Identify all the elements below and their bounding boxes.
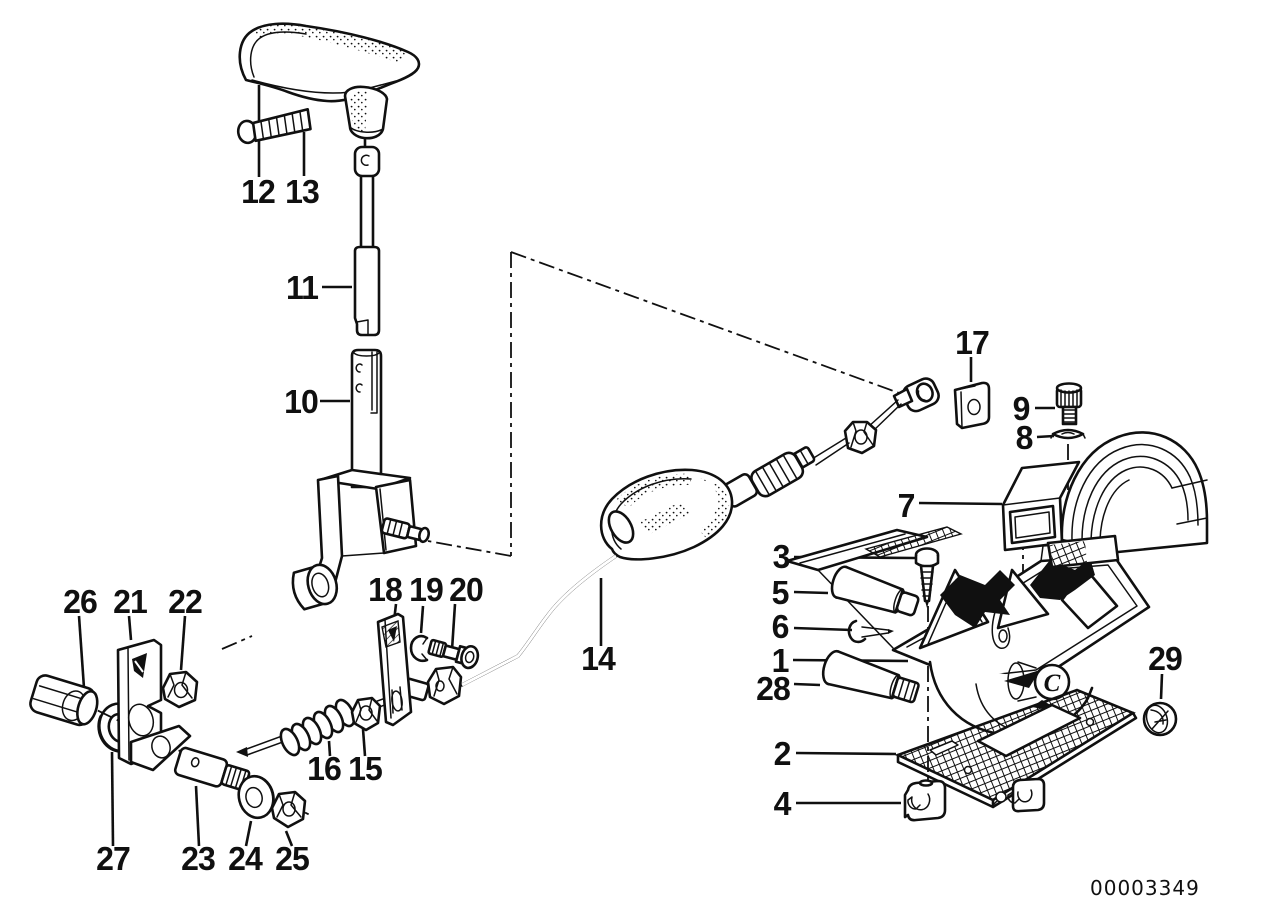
part-callout-13: 13 [285, 173, 320, 210]
part-callout-19: 19 [409, 571, 444, 608]
part-13-knob-screw [236, 107, 312, 145]
part-17-cable-clip [953, 381, 991, 430]
part-callout-23: 23 [181, 840, 216, 877]
part-16-spring [279, 698, 356, 757]
drawing-number: 00003349 [1090, 876, 1200, 900]
part-callout-1: 1 [771, 642, 790, 679]
part-callout-22: 22 [168, 583, 203, 620]
part-20-bolt [427, 638, 480, 670]
part-callout-7: 7 [897, 487, 916, 524]
part-19-c-clip [409, 634, 429, 663]
part-callout-6: 6 [771, 608, 790, 645]
cable-ball-end [811, 377, 940, 466]
part-callout-3: 3 [772, 538, 791, 575]
lever-base-bracket [291, 468, 430, 611]
part-7-cover [1001, 431, 1209, 569]
part-28-bolt [821, 649, 920, 704]
part-6-pin [847, 619, 894, 644]
part-callout-27: 27 [96, 840, 131, 877]
part-callout-26: 26 [63, 583, 98, 620]
part-callout-28: 28 [756, 670, 791, 707]
part-25-nut [270, 790, 307, 829]
part-callout-4: 4 [773, 785, 792, 822]
part-callout-11: 11 [286, 269, 319, 306]
part-5-bolt [830, 565, 920, 617]
part-callout-15: 15 [348, 750, 383, 787]
part-callout-14: 14 [581, 640, 616, 677]
part-26-hex-bushing [29, 674, 99, 727]
part-callout-12: 12 [241, 173, 276, 210]
lever-base-stud [380, 517, 430, 544]
part-29-cap [1142, 701, 1178, 737]
part-14-selector-rod [460, 468, 734, 687]
part-18-support-bracket [376, 612, 413, 727]
part-2-insulation-mat [894, 688, 1138, 809]
part-callout-18: 18 [368, 571, 403, 608]
part-callout-9: 9 [1012, 390, 1031, 427]
part-callout-8: 8 [1015, 419, 1034, 456]
part-callout-21: 21 [113, 583, 148, 620]
part-12-shift-knob [238, 22, 421, 149]
part-9-bolt [1055, 382, 1083, 426]
part-3-screw [914, 547, 940, 608]
part-15-nut [350, 696, 382, 732]
part-10-lower-shaft [350, 348, 383, 489]
part-callout-17: 17 [955, 324, 990, 361]
part-callout-24: 24 [228, 840, 263, 877]
part-4-clip-nut [903, 777, 1046, 822]
boss-letter: C [1044, 670, 1061, 697]
part-callout-5: 5 [771, 574, 790, 611]
part-callout-25: 25 [275, 840, 310, 877]
part-callout-16: 16 [307, 750, 342, 787]
part-21-bracket-plate [116, 638, 192, 772]
part-callout-2: 2 [773, 735, 792, 772]
part-callout-29: 29 [1148, 640, 1183, 677]
part-callout-20: 20 [449, 571, 484, 608]
part-22-nut [161, 670, 199, 709]
part-11-upper-shaft [353, 145, 381, 337]
part-callout-10: 10 [284, 383, 319, 420]
part-24-washer [237, 774, 275, 820]
part-8-washer [1050, 428, 1086, 440]
cable-adjuster-sleeves [721, 446, 816, 508]
